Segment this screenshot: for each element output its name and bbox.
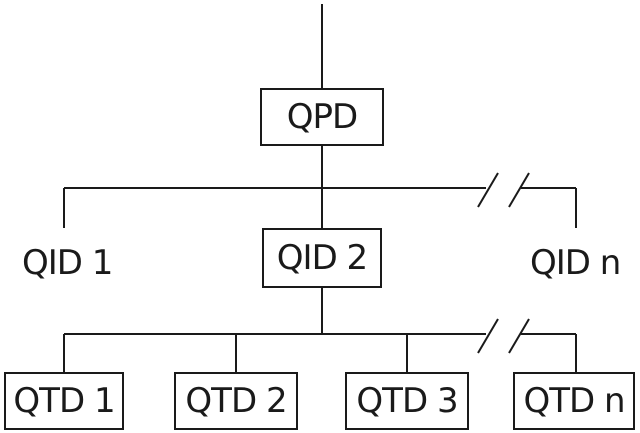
mid-break-slash-2 <box>508 172 530 208</box>
bottom-break-slash-1 <box>477 318 499 354</box>
qtd2-label: QTD 2 <box>185 381 287 421</box>
qtdn-label: QTD n <box>523 381 625 421</box>
qpd-box: QPD <box>260 88 384 146</box>
qtd3-box: QTD 3 <box>345 372 469 430</box>
mid-break-slash-1 <box>477 172 499 208</box>
qidn-label: QID n <box>530 243 621 283</box>
bottom-break-slash-2 <box>508 318 530 354</box>
qid1-label: QID 1 <box>22 243 113 283</box>
qtdn-box: QTD n <box>513 372 635 430</box>
qpd-label: QPD <box>286 97 358 137</box>
qid2-label: QID 2 <box>276 238 368 278</box>
qtd1-box: QTD 1 <box>4 372 124 430</box>
qtd3-label: QTD 3 <box>356 381 458 421</box>
qid2-box: QID 2 <box>262 228 382 288</box>
qtd1-label: QTD 1 <box>13 381 115 421</box>
qtd2-box: QTD 2 <box>174 372 298 430</box>
